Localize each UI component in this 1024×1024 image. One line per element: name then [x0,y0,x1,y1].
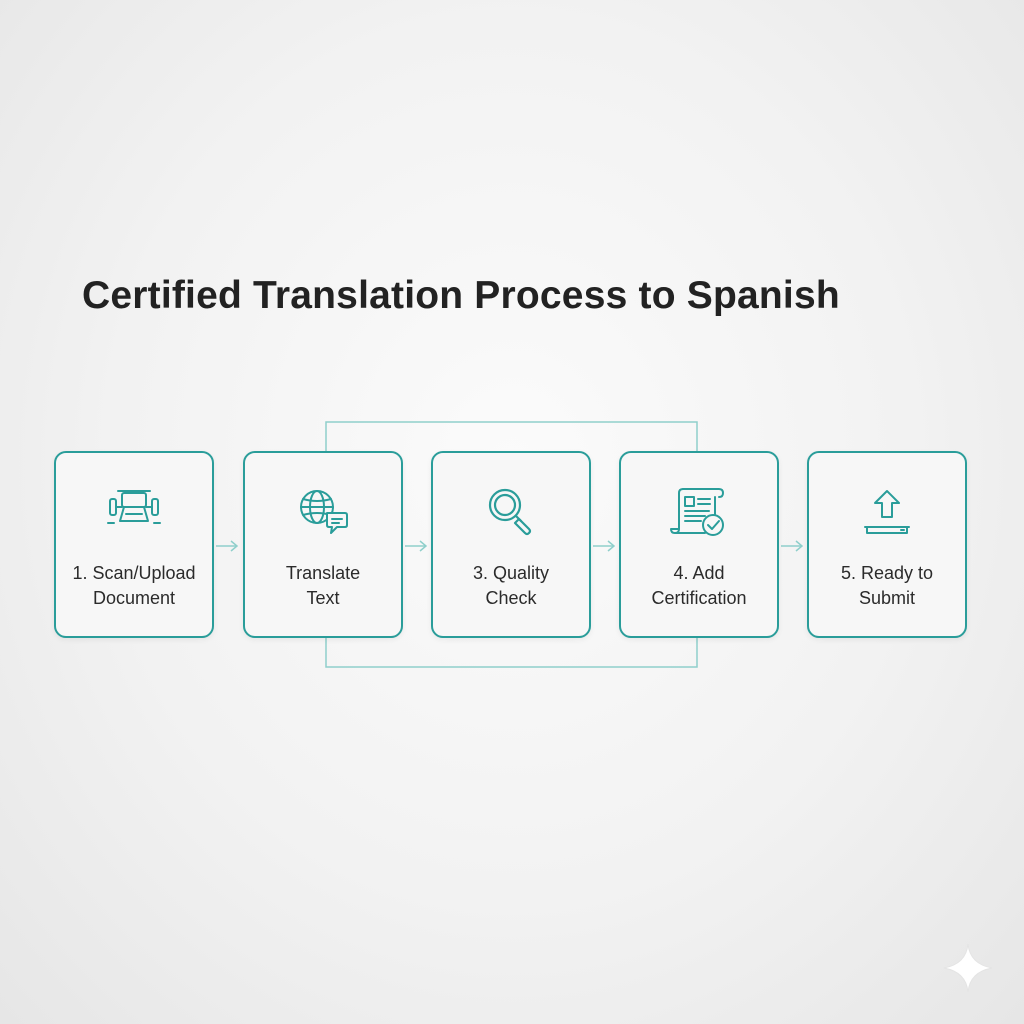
scanner-icon [104,483,164,543]
step-card-quality-check: 3. Quality Check [431,451,591,638]
magnifier-icon [481,483,541,543]
upload-icon [857,483,917,543]
arrow-3-4 [593,540,616,552]
step-label: Translate Text [285,563,361,608]
certificate-icon [669,483,729,543]
step-card-scan-upload: 1. Scan/Upload Document [54,451,214,638]
arrow-2-3 [405,540,428,552]
bracket-top [325,421,698,451]
step-card-translate: Translate Text [243,451,403,638]
arrow-4-5 [781,540,804,552]
globe-chat-icon [293,483,353,543]
step-label: 3. Quality Check [472,563,550,608]
arrow-1-2 [216,540,239,552]
sparkle-icon [943,943,993,993]
step-label: 4. Add Certification [651,563,747,608]
page-title: Certified Translation Process to Spanish [82,274,840,317]
step-card-certification: 4. Add Certification [619,451,779,638]
step-card-ready-to-submit: 5. Ready to Submit [807,451,967,638]
step-label: 1. Scan/Upload Document [72,563,196,608]
bracket-bottom [325,638,698,668]
step-label: 5. Ready to Submit [840,563,934,608]
